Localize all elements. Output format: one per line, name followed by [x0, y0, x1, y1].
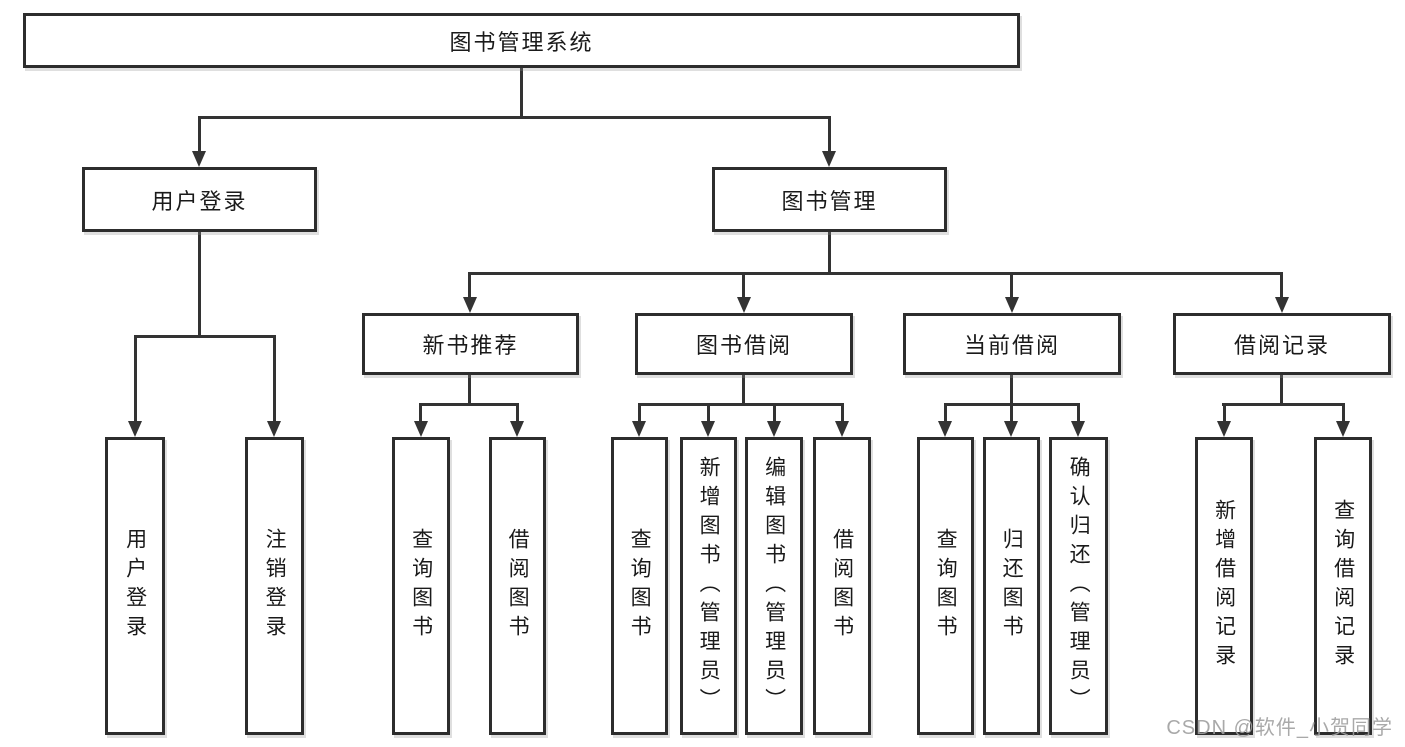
leaf-label: 新增借阅记录: [1212, 499, 1236, 673]
node-book-management: 图书管理: [712, 167, 947, 232]
arrow-down-icon: [632, 421, 646, 437]
connector-line: [198, 116, 831, 119]
connector-line: [419, 403, 519, 406]
connector-line: [944, 403, 947, 425]
connector-line: [841, 403, 844, 425]
connector-line: [1222, 403, 1345, 406]
node-label: 图书借阅: [695, 333, 792, 358]
leaf-label: 查询借阅记录: [1331, 499, 1355, 673]
arrow-down-icon: [737, 297, 751, 313]
connector-line: [273, 335, 276, 425]
leaf-label: 借阅图书: [506, 528, 530, 644]
arrow-down-icon: [767, 421, 781, 437]
arrow-down-icon: [1275, 297, 1289, 313]
arrow-down-icon: [1336, 421, 1350, 437]
node-borrowing-records: 借阅记录: [1173, 313, 1391, 375]
connector-line: [1010, 373, 1013, 406]
leaf-user-login: 用户登录: [105, 437, 165, 735]
arrow-down-icon: [835, 421, 849, 437]
leaf-label: 确认归还（管理员）: [1067, 455, 1091, 717]
leaf-add-books-admin: 新增图书（管理员）: [680, 437, 737, 735]
leaf-add-borrow-record: 新增借阅记录: [1195, 437, 1253, 735]
connector-line: [1223, 403, 1226, 425]
node-label: 当前借阅: [963, 333, 1060, 358]
node-label: 新书推荐: [422, 333, 519, 358]
leaf-label: 查询图书: [934, 528, 958, 644]
node-label: 图书管理: [781, 188, 878, 214]
connector-line: [469, 272, 1283, 275]
node-new-book-recommendation: 新书推荐: [362, 313, 579, 375]
connector-line: [707, 403, 710, 425]
arrow-down-icon: [822, 151, 836, 167]
leaf-logout: 注销登录: [245, 437, 304, 735]
connector-line: [1010, 272, 1013, 300]
leaf-label: 编辑图书（管理员）: [762, 455, 786, 717]
connector-line: [828, 116, 831, 154]
connector-line: [198, 116, 201, 154]
connector-line: [638, 403, 844, 406]
node-current-borrowing: 当前借阅: [903, 313, 1121, 375]
leaf-confirm-return-admin: 确认归还（管理员）: [1049, 437, 1108, 735]
node-library-management-system: 图书管理系统: [23, 13, 1020, 68]
connector-line: [520, 66, 523, 118]
connector-line: [1077, 403, 1080, 425]
arrow-down-icon: [267, 421, 281, 437]
connector-line: [828, 230, 831, 275]
leaf-label: 查询图书: [628, 528, 652, 644]
arrow-down-icon: [192, 151, 206, 167]
connector-line: [773, 403, 776, 425]
connector-line: [1342, 403, 1345, 425]
leaf-borrow-books-recommend: 借阅图书: [489, 437, 546, 735]
leaf-label: 查询图书: [409, 528, 433, 644]
node-label: 用户登录: [151, 188, 248, 214]
node-label: 借阅记录: [1233, 333, 1330, 358]
arrow-down-icon: [1217, 421, 1231, 437]
leaf-label: 借阅图书: [830, 528, 854, 644]
connector-line: [742, 373, 745, 406]
leaf-edit-books-admin: 编辑图书（管理员）: [745, 437, 803, 735]
connector-line: [516, 403, 519, 425]
arrow-down-icon: [510, 421, 524, 437]
arrow-down-icon: [1071, 421, 1085, 437]
connector-line: [198, 230, 201, 337]
leaf-return-books: 归还图书: [983, 437, 1040, 735]
connector-line: [134, 335, 276, 338]
connector-line: [1280, 373, 1283, 406]
arrow-down-icon: [1004, 421, 1018, 437]
connector-line: [742, 272, 745, 300]
connector-line: [638, 403, 641, 425]
connector-line: [134, 335, 137, 425]
leaf-borrow-books: 借阅图书: [813, 437, 871, 735]
arrow-down-icon: [1005, 297, 1019, 313]
leaf-label: 用户登录: [123, 528, 147, 644]
leaf-label: 新增图书（管理员）: [697, 455, 721, 717]
leaf-query-borrow-record: 查询借阅记录: [1314, 437, 1372, 735]
leaf-query-books-current: 查询图书: [917, 437, 974, 735]
arrow-down-icon: [128, 421, 142, 437]
connector-line: [468, 272, 471, 300]
connector-line: [419, 403, 422, 425]
arrow-down-icon: [463, 297, 477, 313]
connector-line: [1010, 403, 1013, 425]
csdn-watermark: CSDN @软件_小贺同学: [1166, 717, 1393, 739]
node-book-borrowing: 图书借阅: [635, 313, 853, 375]
connector-line: [1280, 272, 1283, 300]
leaf-query-books-borrow: 查询图书: [611, 437, 668, 735]
node-label: 图书管理系统: [449, 29, 594, 55]
node-user-login: 用户登录: [82, 167, 317, 232]
arrow-down-icon: [701, 421, 715, 437]
connector-line: [468, 373, 471, 406]
arrow-down-icon: [938, 421, 952, 437]
leaf-label: 注销登录: [263, 528, 287, 644]
arrow-down-icon: [414, 421, 428, 437]
leaf-query-books-recommend: 查询图书: [392, 437, 450, 735]
leaf-label: 归还图书: [1000, 528, 1024, 644]
